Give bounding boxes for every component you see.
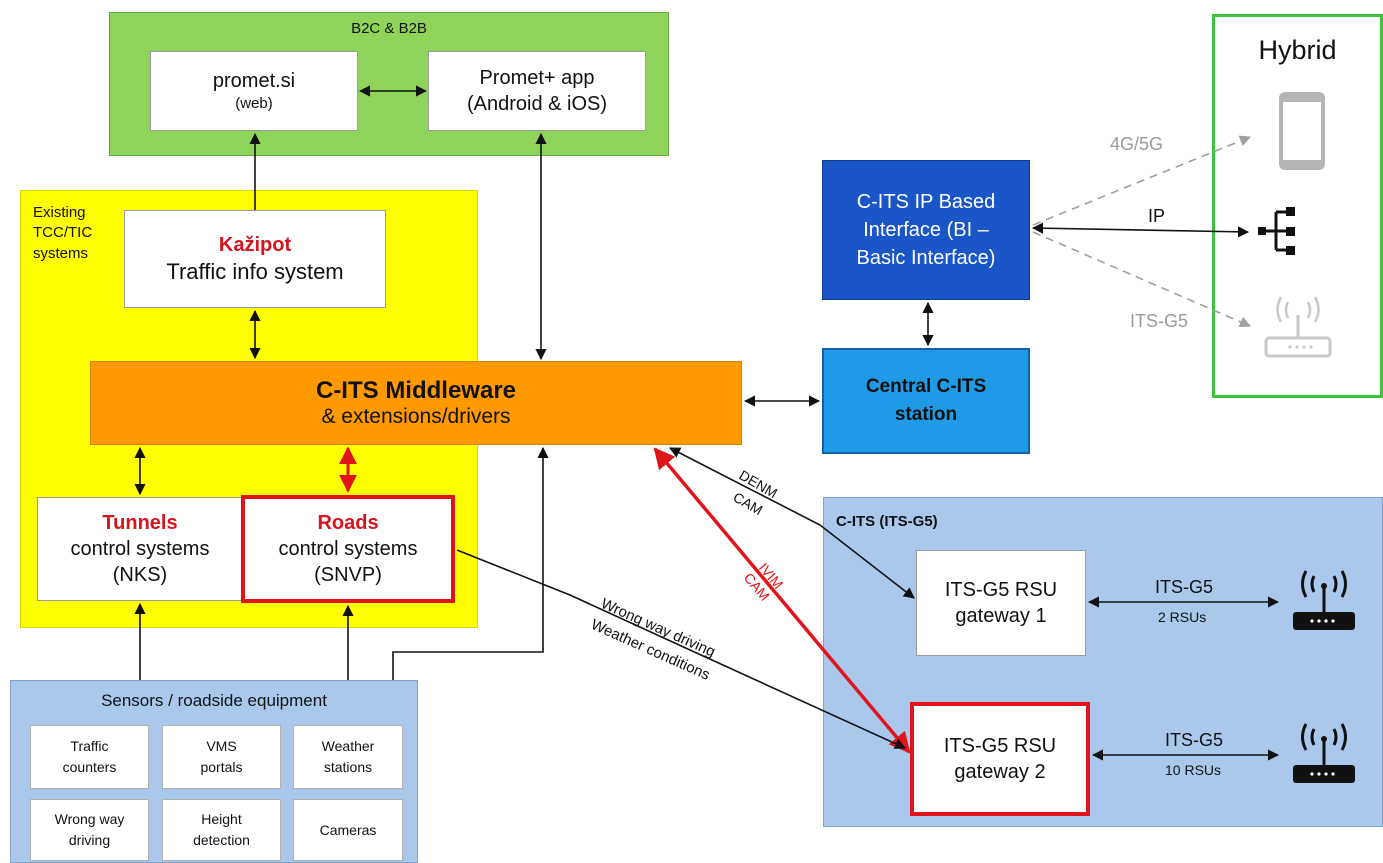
cits-ip-line1: C-ITS IP Based <box>856 191 996 213</box>
central-cits-station-box: Central C-ITS station <box>822 348 1030 454</box>
roads-line2: control systems <box>278 538 418 560</box>
promet-si-box: promet.si (web) <box>150 51 358 131</box>
sensors-group-label: Sensors / roadside equipment <box>101 691 327 710</box>
edge-middleware-rsu1 <box>669 447 915 599</box>
edge-sensors-middleware <box>392 446 549 680</box>
promet-app-title: Promet+ app <box>479 67 595 89</box>
hybrid-group: Hybrid <box>1212 14 1383 398</box>
label-itsg5-hybrid: ITS-G5 <box>1130 311 1188 331</box>
b2c-group-label: B2C & B2B <box>351 20 427 37</box>
phone-icon <box>1279 92 1325 170</box>
edge-citsip-phone <box>1032 135 1252 226</box>
hybrid-label: Hybrid <box>1258 35 1337 65</box>
cits-ip-interface-box: C-ITS IP Based Interface (BI – Basic Int… <box>822 160 1030 300</box>
edge-citsip-router-hybrid <box>1032 231 1252 328</box>
tunnels-title: Tunnels <box>102 512 178 534</box>
kazipot-box: Kažipot Traffic info system <box>124 210 386 308</box>
label-rsu2-top: ITS-G5 <box>1165 730 1223 750</box>
rsu-gateway-2-box: ITS-G5 RSU gateway 2 <box>910 702 1090 816</box>
roads-line3: (SNVP) <box>314 564 382 586</box>
rsu2-line2: gateway 2 <box>954 761 1046 783</box>
cits-ip-line3: Basic Interface) <box>856 247 996 269</box>
middleware-sub: & extensions/drivers <box>321 405 511 428</box>
network-icon <box>1258 207 1295 255</box>
central-line2: station <box>894 404 958 425</box>
existing-systems-label: Existing TCC/TIC systems <box>33 204 93 262</box>
promet-app-box: Promet+ app (Android & iOS) <box>428 51 646 131</box>
router-icon-hybrid <box>1264 296 1332 358</box>
rsu2-line1: ITS-G5 RSU <box>943 735 1057 757</box>
sensor-cameras: Cameras <box>293 799 403 861</box>
label-ip: IP <box>1148 206 1165 226</box>
cits-ip-line2: Interface (BI – <box>863 219 989 241</box>
promet-si-title: promet.si <box>212 70 296 93</box>
central-line1: Central C-ITS <box>865 375 987 397</box>
middleware-box: C-ITS Middleware & extensions/drivers <box>90 361 742 445</box>
edge-citsip-network <box>1031 222 1250 238</box>
router-icon-2 <box>1293 723 1355 783</box>
label-4g5g: 4G/5G <box>1110 134 1163 154</box>
label-rsu1-top: ITS-G5 <box>1155 577 1213 597</box>
roads-box: Roads control systems (SNVP) <box>241 495 455 603</box>
router-icon-1 <box>1293 570 1355 630</box>
tunnels-line3: (NKS) <box>112 564 168 586</box>
tunnels-line2: control systems <box>70 538 210 560</box>
label-rsu2-bot: 10 RSUs <box>1165 762 1221 778</box>
rsu-gateway-1-box: ITS-G5 RSU gateway 1 <box>916 550 1086 656</box>
middleware-title: C-ITS Middleware <box>315 377 517 404</box>
kazipot-title: Kažipot <box>218 233 292 256</box>
edge-roads-rsu2 <box>456 549 907 749</box>
edge-middleware-rsu2 <box>653 447 911 754</box>
kazipot-sub: Traffic info system <box>166 258 344 284</box>
roads-title: Roads <box>317 512 379 534</box>
rsu1-line1: ITS-G5 RSU <box>944 579 1058 601</box>
label-rsu1-bot: 2 RSUs <box>1158 609 1206 625</box>
tunnels-box: Tunnels control systems (NKS) <box>37 497 243 601</box>
promet-app-sub: (Android & iOS) <box>466 93 608 115</box>
rsu1-line2: gateway 1 <box>955 605 1047 627</box>
promet-si-sub: (web) <box>235 95 273 113</box>
